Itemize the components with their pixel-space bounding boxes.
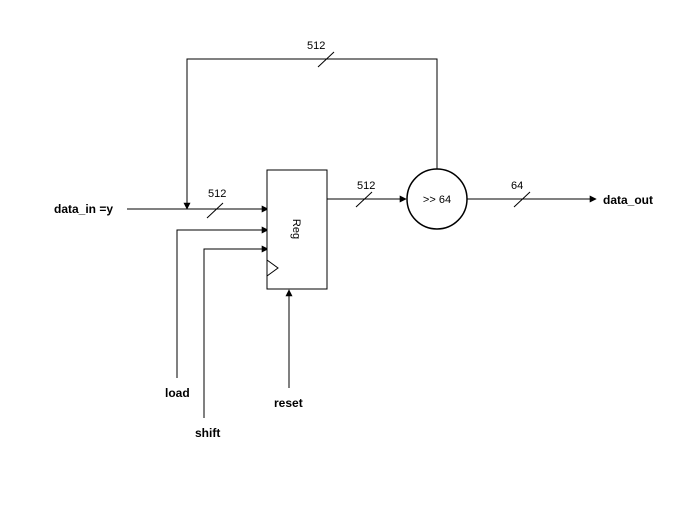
input-bus-slash [206,202,224,219]
clock-triangle [266,259,279,277]
shift-label: shift [195,426,220,440]
output-bus-slash [513,191,531,208]
data-out-label: data_out [603,193,653,207]
output-bus-width: 64 [511,180,523,192]
load-label: load [165,386,190,400]
feedback-wire [183,58,438,210]
register-label: Reg [290,219,302,239]
reg-bus-width: 512 [357,180,375,192]
feedback-bus-width: 512 [307,40,325,52]
reset-label: reset [274,396,303,410]
load-wire [176,226,269,378]
reg-bus-slash [355,191,373,208]
shifter-label: >> 64 [423,194,451,206]
input-bus-width: 512 [208,188,226,200]
shift-wire [203,245,269,418]
data-in-label: data_in =y [54,202,113,216]
feedback-bus-slash [317,51,335,68]
register-block [266,169,328,290]
